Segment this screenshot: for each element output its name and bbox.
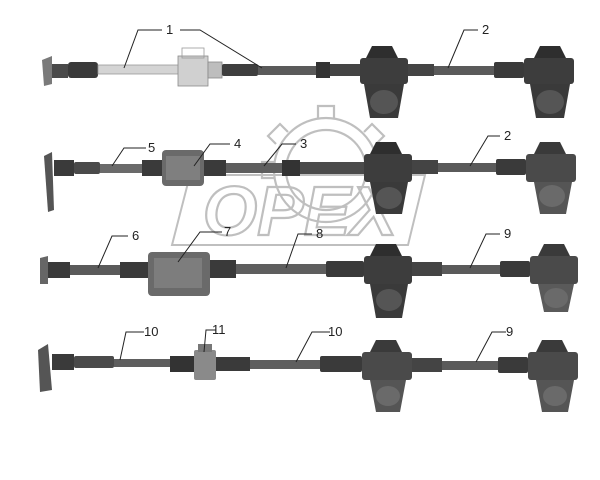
driveline-row-3 [40, 244, 578, 318]
callout-label: 6 [132, 228, 139, 243]
callout-label: 11 [212, 322, 226, 337]
watermark-border [170, 174, 427, 246]
leader-lines [97, 29, 506, 363]
driveline-row-2 [44, 142, 576, 214]
callout-label: 3 [300, 136, 307, 151]
callout-label: 9 [506, 324, 513, 339]
callout-label: 4 [234, 136, 241, 151]
driveline-row-4 [38, 340, 578, 412]
callout-label: 1 [166, 22, 173, 37]
callout-label: 2 [482, 22, 489, 37]
watermark: OPEX [170, 104, 427, 251]
callout-labels: 1 2 5 4 3 2 6 7 8 9 10 11 10 9 [132, 22, 513, 339]
callout-label: 9 [504, 226, 511, 241]
callout-label: 7 [224, 224, 231, 239]
callout-label: 10 [328, 324, 342, 339]
callout-label: 10 [144, 324, 158, 339]
driveline-row-1 [42, 46, 574, 118]
watermark-text: OPEX [203, 172, 402, 250]
callout-label: 5 [148, 140, 155, 155]
callout-label: 8 [316, 226, 323, 241]
callout-label: 2 [504, 128, 511, 143]
